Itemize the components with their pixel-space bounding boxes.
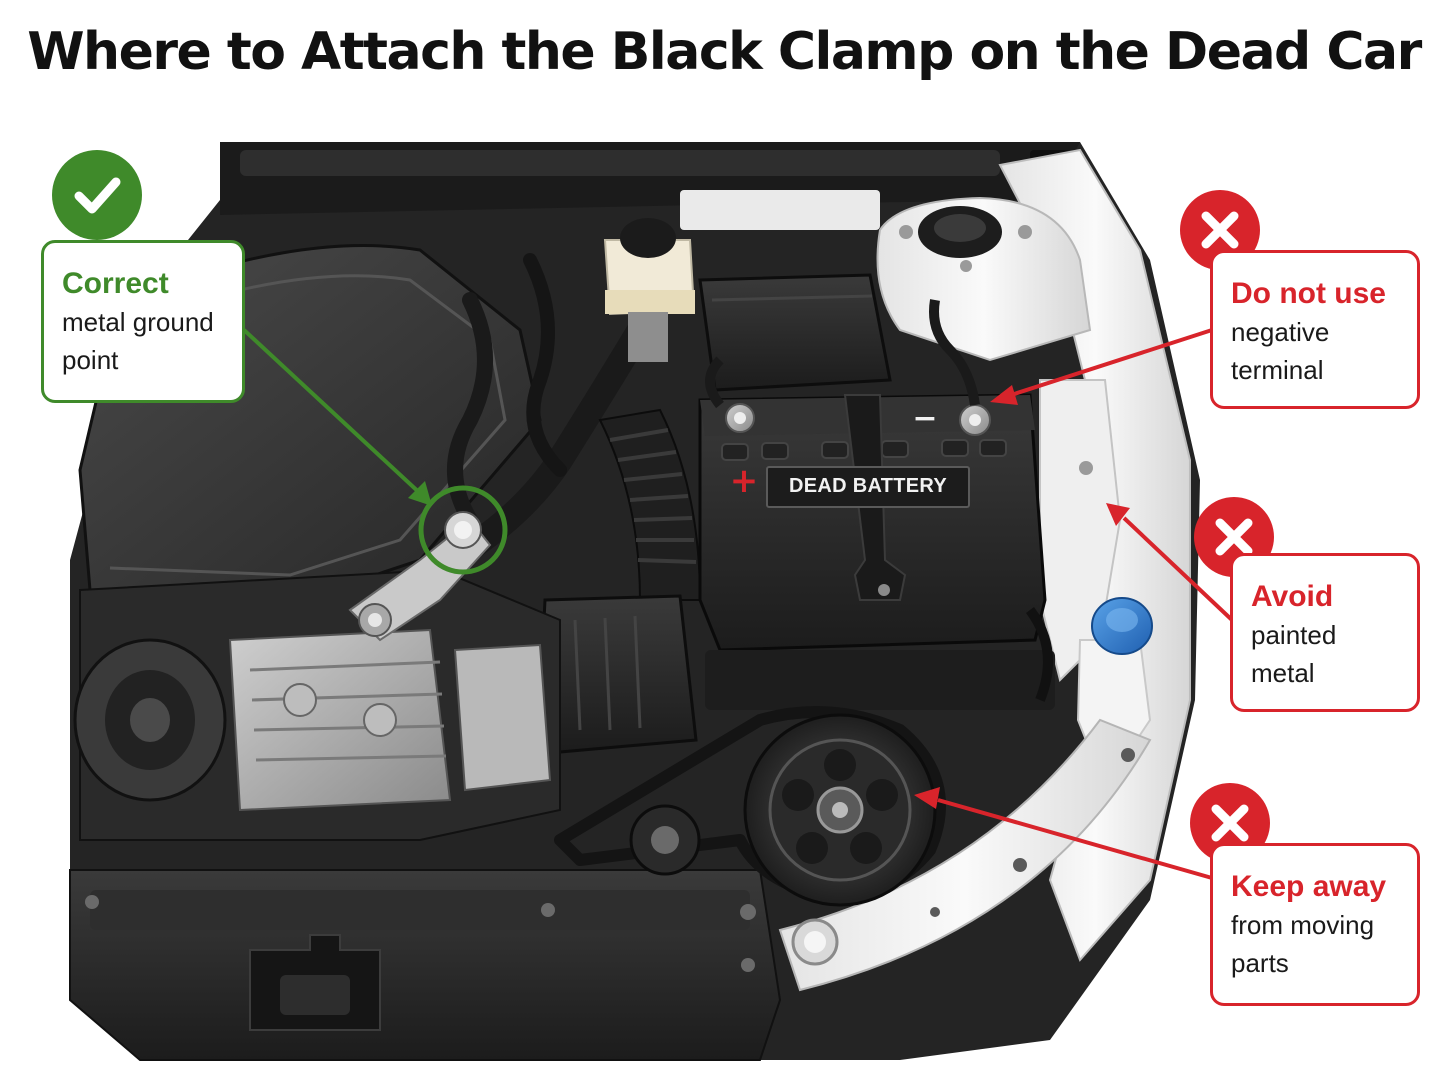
- moving-parts-line1: from moving: [1231, 910, 1375, 940]
- x-icon: [1215, 518, 1253, 556]
- correct-callout-line2: point: [62, 345, 119, 375]
- negative-terminal-callout: Do not use negative terminal: [1210, 250, 1420, 409]
- correct-pointer-line: [242, 328, 425, 498]
- ground-point-highlight: [418, 485, 508, 575]
- moving-parts-pointer-line: [937, 798, 1213, 880]
- x-icon: [1201, 211, 1239, 249]
- correct-arrowhead: [408, 481, 432, 506]
- compressor: [228, 628, 452, 812]
- negative-terminal-line1: negative: [1231, 317, 1330, 347]
- moving-parts-arrowhead: [914, 787, 940, 809]
- correct-callout-heading: Correct: [62, 267, 169, 300]
- painted-metal-heading: Avoid: [1251, 580, 1334, 613]
- battery-label: DEAD BATTERY: [766, 466, 970, 508]
- moving-parts-heading: Keep away: [1231, 870, 1387, 903]
- correct-callout: Correct metal ground point: [41, 240, 245, 403]
- radiator-support: [778, 718, 1152, 992]
- correct-callout-line1: metal ground: [62, 307, 214, 337]
- negative-terminal-heading: Do not use: [1231, 277, 1386, 310]
- painted-metal-callout: Avoid painted metal: [1230, 553, 1420, 712]
- painted-metal-arrowhead: [1106, 503, 1130, 526]
- correct-badge: [52, 150, 142, 240]
- painted-metal-pointer-line: [1122, 516, 1234, 622]
- negative-terminal-line2: terminal: [1231, 355, 1324, 385]
- fuse-box: [698, 273, 892, 392]
- check-icon: [74, 177, 121, 214]
- negative-terminal-pointer-line: [1007, 328, 1213, 398]
- air-box: [538, 594, 698, 754]
- negative-terminal-arrowhead: [990, 385, 1018, 405]
- fuel-pump: [453, 643, 552, 792]
- painted-metal-line1: painted: [1251, 620, 1337, 650]
- battery-positive-symbol: +: [730, 461, 759, 501]
- page-title: Where to Attach the Black Clamp on the D…: [27, 22, 1422, 82]
- battery-negative-symbol: −: [912, 401, 937, 436]
- painted-metal-line2: metal: [1251, 658, 1315, 688]
- moving-parts-line2: parts: [1231, 948, 1289, 978]
- x-icon: [1211, 804, 1249, 842]
- moving-parts-callout: Keep away from moving parts: [1210, 843, 1420, 1006]
